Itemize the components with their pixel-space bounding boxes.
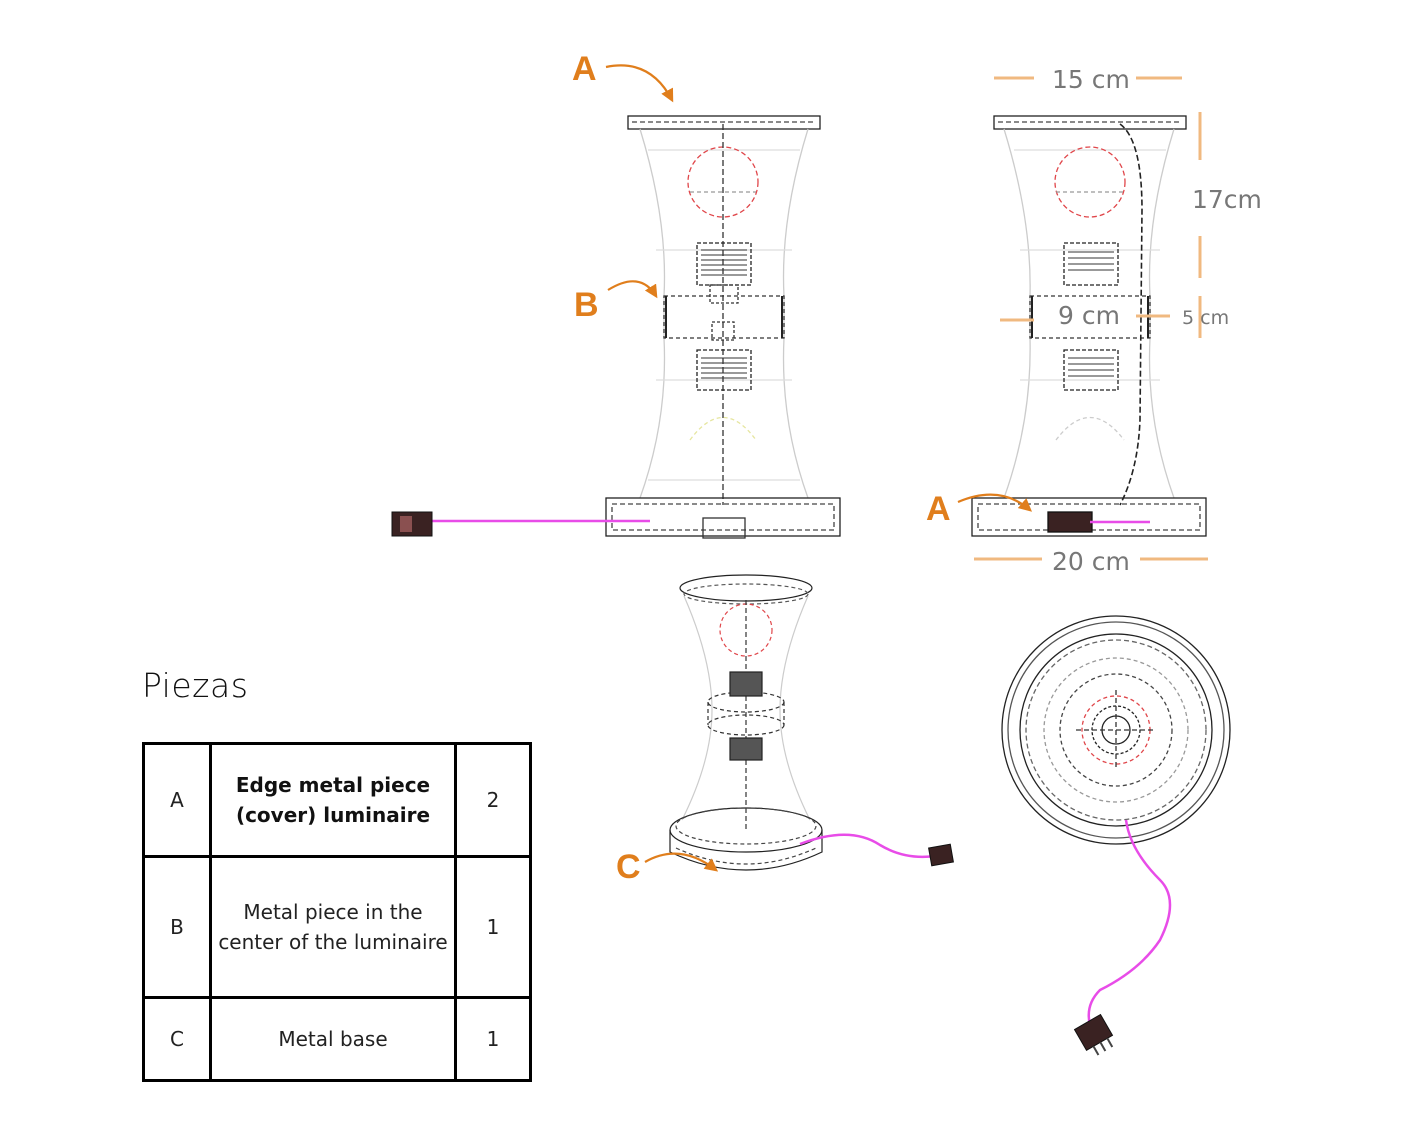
callout-label-a-base: A bbox=[926, 490, 951, 528]
parts-table: A Edge metal piece (cover) luminaire 2 B… bbox=[142, 742, 532, 1082]
part-description: Edge metal piece (cover) luminaire bbox=[209, 742, 457, 858]
callout-arrow-a-top bbox=[605, 64, 674, 103]
dimension-middle-height: 5 cm bbox=[1182, 307, 1229, 329]
callout-label-a-top: A bbox=[572, 50, 597, 88]
part-description: Metal piece in the center of the luminai… bbox=[209, 855, 457, 999]
table-row: C Metal base 1 bbox=[142, 996, 532, 1082]
callout-label-b: B bbox=[574, 286, 599, 324]
part-description: Metal base bbox=[209, 996, 457, 1082]
callout-arrow-c bbox=[644, 852, 719, 872]
dimension-base-width: 20 cm bbox=[1052, 547, 1130, 576]
isometric-view bbox=[669, 574, 823, 871]
front-view bbox=[605, 115, 841, 539]
dimension-middle-width: 9 cm bbox=[1058, 301, 1120, 330]
plug-icon bbox=[1073, 1013, 1114, 1056]
plug-icon bbox=[928, 843, 954, 867]
callout-arrow-b bbox=[607, 280, 658, 299]
part-code: A bbox=[142, 742, 212, 858]
table-row: A Edge metal piece (cover) luminaire 2 bbox=[142, 742, 532, 858]
callout-arrow-a-base bbox=[957, 493, 1032, 512]
dimension-upper-height: 17cm bbox=[1192, 185, 1262, 214]
part-code: B bbox=[142, 855, 212, 999]
callout-label-c: C bbox=[616, 848, 641, 886]
part-quantity: 2 bbox=[454, 742, 532, 858]
table-row: B Metal piece in the center of the lumin… bbox=[142, 855, 532, 999]
plug-icon bbox=[391, 511, 433, 537]
part-quantity: 1 bbox=[454, 855, 532, 999]
dimension-top-width: 15 cm bbox=[1052, 65, 1130, 94]
top-view bbox=[1001, 615, 1231, 845]
parts-heading: Piezas bbox=[142, 666, 249, 705]
part-quantity: 1 bbox=[454, 996, 532, 1082]
part-code: C bbox=[142, 996, 212, 1082]
